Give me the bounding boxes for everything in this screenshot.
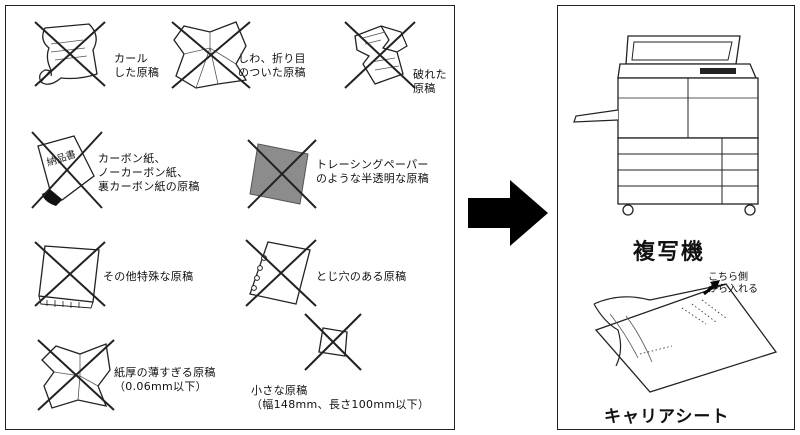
label-special: その他特殊な原稿 xyxy=(103,270,194,283)
special-original-icon xyxy=(34,241,106,309)
carbon-paper-original-icon: 納品書 xyxy=(31,131,103,209)
label-small: 小さな原稿 （幅148mm、長さ100mm以下） xyxy=(251,384,430,411)
curled-original-icon xyxy=(34,21,106,87)
label-wrinkled: しわ、折り目 のついた原稿 xyxy=(238,52,306,79)
translucent-original-icon xyxy=(247,139,317,209)
label-punched: とじ穴のある原稿 xyxy=(316,270,407,283)
thin-original-icon xyxy=(37,339,115,411)
carrier-sheet-label: キャリアシート xyxy=(604,407,730,427)
wrinkled-original-icon xyxy=(171,21,251,89)
invalid-originals-panel: カール した原稿 しわ、折り目 のついた原稿 破れた 原稿 納品書 カーボン紙、… xyxy=(5,5,455,430)
punched-original-icon xyxy=(245,239,317,307)
small-original-icon xyxy=(304,313,362,371)
torn-original-icon xyxy=(344,21,416,89)
label-carbon: カーボン紙、 ノーカーボン紙、 裏カーボン紙の原稿 xyxy=(98,152,200,193)
copier-label: 複写機 xyxy=(633,240,706,265)
label-translucent: トレーシングペーパー のような半透明な原稿 xyxy=(316,158,429,185)
label-thin: 紙厚の薄すぎる原稿 （0.06mm以下） xyxy=(114,366,216,393)
copier-icon xyxy=(573,35,759,216)
solution-panel: 複写機 こちら側 から入れる キャリアシート xyxy=(557,5,795,430)
label-curled: カール した原稿 xyxy=(114,52,160,79)
right-arrow-icon xyxy=(468,180,548,246)
carrier-sheet-icon xyxy=(593,280,778,393)
label-torn: 破れた 原稿 xyxy=(413,68,447,95)
insert-note: こちら側 から入れる xyxy=(708,272,758,295)
